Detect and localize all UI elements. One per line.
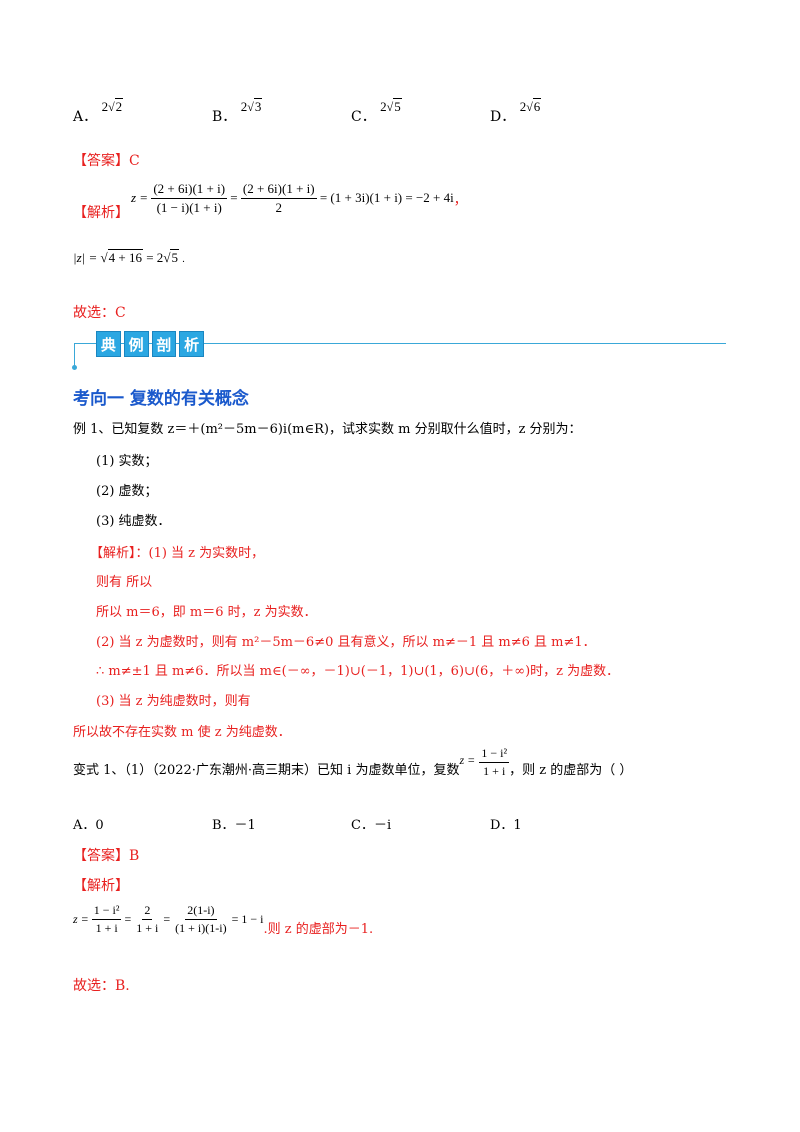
example1-sol6: (3) 当 z 为纯虚数时，则有 [96, 694, 251, 709]
banner-char: 析 [179, 331, 204, 357]
variant1-option-a: A．0 [73, 818, 104, 833]
variant1-answer: 【答案】B [73, 848, 140, 864]
q1-solution-formula: z = (2 + 6i)(1 + i)(1 − i)(1 + i) = (2 +… [131, 180, 467, 215]
example1-stem: 例 1、已知复数 z＝＋(m²－5m－6)i(m∈R)，试求实数 m 分别取什么… [73, 422, 582, 437]
variant1-stem: 变式 1、（1）（2022·广东潮州·高三期末）已知 i 为虚数单位，复数 z … [73, 745, 633, 778]
example1-part1: (1) 实数； [96, 454, 158, 469]
variant1-option-c: C．－i [351, 818, 392, 833]
q1-modulus: |z| = √4 + 16 = 2√5 . [73, 249, 185, 265]
section-title: 考向一 复数的有关概念 [73, 389, 249, 409]
example1-part3: (3) 纯虚数． [96, 514, 171, 529]
q1-conclusion: 故选：C [73, 305, 126, 321]
banner-char: 典 [96, 331, 121, 357]
example1-sol4: (2) 当 z 为虚数时，则有 m²－5m－6≠0 且有意义，所以 m≠－1 且… [96, 635, 596, 650]
option-c: C． 2√5 [351, 98, 402, 125]
section-banner: 典 例 剖 析 [96, 331, 204, 357]
example1-sol2: 则有 所以 [96, 575, 153, 590]
banner-vertical-rule [74, 343, 75, 367]
variant1-jiexi-label: 【解析】 [73, 878, 129, 894]
option-a: A． 2√2 [73, 98, 124, 125]
example1-part2: (2) 虚数； [96, 484, 158, 499]
variant1-conclusion: 故选：B. [73, 978, 130, 994]
variant1-option-d: D．1 [490, 818, 522, 833]
banner-dot [72, 365, 77, 370]
option-d: D． 2√6 [490, 98, 542, 125]
q1-answer: 【答案】C [73, 153, 140, 169]
example1-sol1: 【解析】：(1) 当 z 为实数时， [90, 546, 265, 561]
variant1-option-b: B．－1 [212, 818, 256, 833]
option-b: B． 2√3 [212, 98, 263, 125]
banner-char: 剖 [151, 331, 177, 357]
banner-char: 例 [123, 331, 149, 357]
example1-sol5: ∴ m≠±1 且 m≠6．所以当 m∈(－∞，－1)∪(－1，1)∪(1，6)∪… [96, 664, 620, 679]
example1-sol7: 所以故不存在实数 m 使 z 为纯虚数． [73, 725, 291, 740]
example1-sol3: 所以 m＝6，即 m＝6 时，z 为实数． [96, 605, 317, 620]
q1-jiexi-label: 【解析】 [73, 205, 129, 221]
banner-rule [74, 343, 726, 344]
